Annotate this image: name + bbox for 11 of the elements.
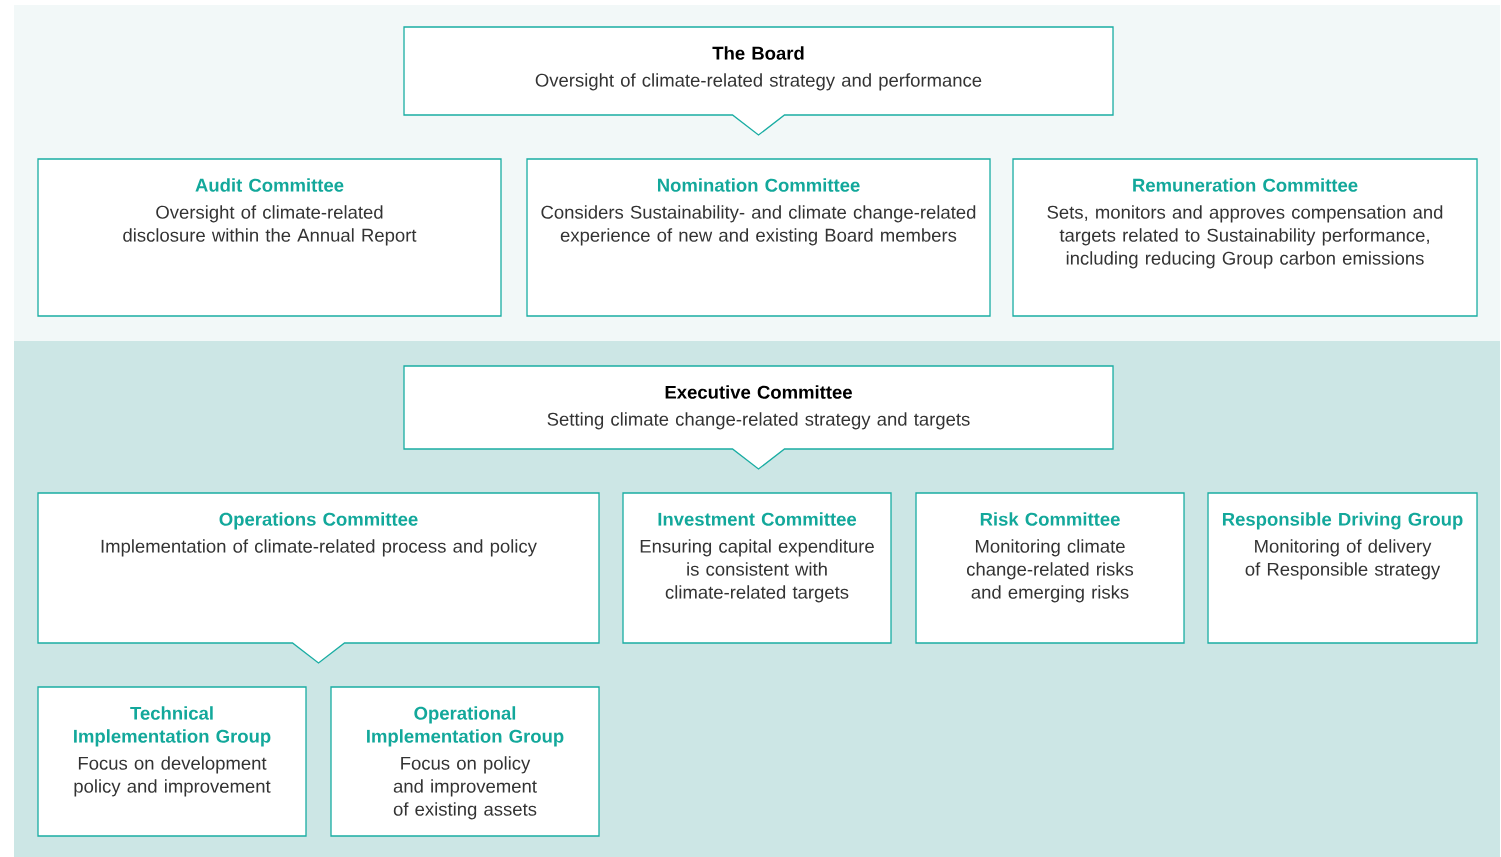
committee-box: Audit Committee Oversight of climate-related disclosure within the Annual Report	[37, 158, 502, 317]
committee-box: Investment Committee Ensuring capital expenditure is consistent with climate-related targets	[622, 492, 892, 644]
committee-box: Operational Implementation Group Focus on policy and improvement of existing assets	[330, 686, 600, 837]
committee-box: Operations Committee Implementation of climate-related process and policy	[37, 492, 600, 664]
committee-box: Nomination Committee Considers Sustainability- and climate change-related experience of new and existing Board members	[526, 158, 991, 317]
committee-box: Responsible Driving Group Monitoring of delivery of Responsible strategy	[1207, 492, 1478, 644]
committee-box: The Board Oversight of climate-related strategy and performance	[403, 26, 1114, 136]
committee-box: Remuneration Committee Sets, monitors and approves compensation and targets related to Sustainability performance, including reducing Group carbon emissions	[1012, 158, 1478, 317]
committee-box: Risk Committee Monitoring climate change-related risks and emerging risks	[915, 492, 1185, 644]
committee-box: Technical Implementation Group Focus on development policy and improvement	[37, 686, 307, 837]
committee-box: Executive Committee Setting climate change-related strategy and targets	[403, 365, 1114, 470]
